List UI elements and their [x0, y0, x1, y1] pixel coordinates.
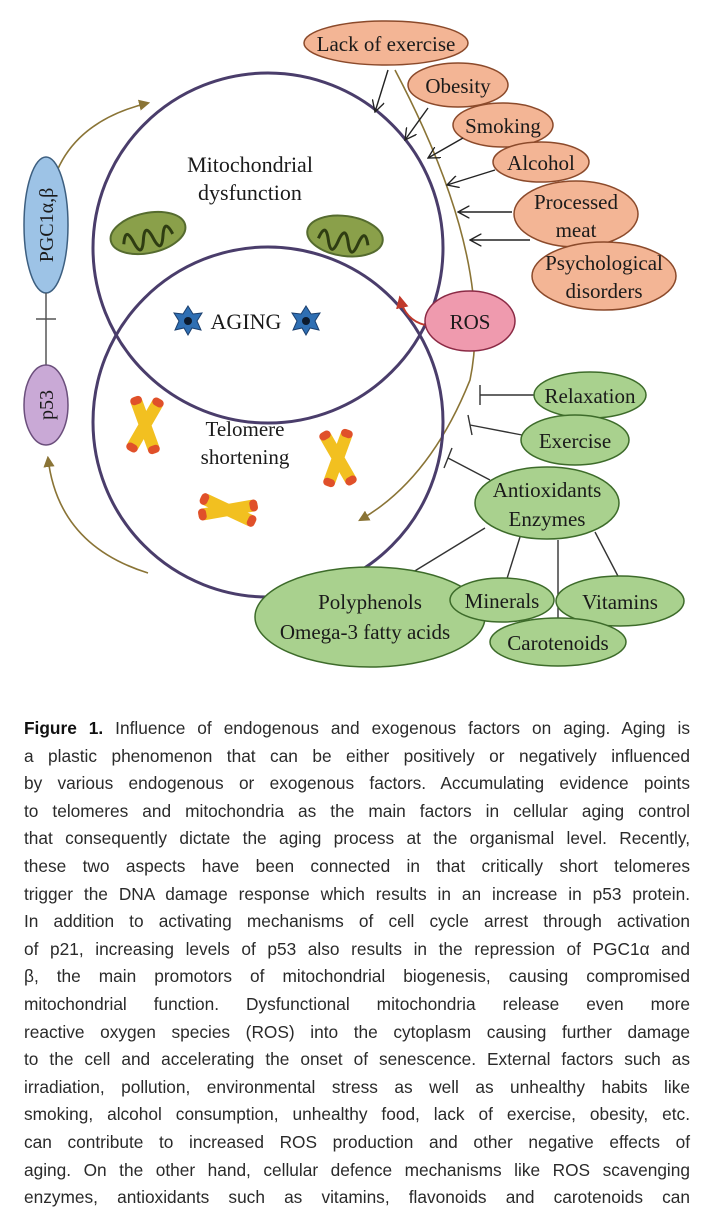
caption-line: these two aspects have been connected in…	[24, 855, 690, 876]
caption-line: to the cell and accelerating the onset o…	[24, 1049, 690, 1070]
risk-psychological-disorders: Psychological disorders	[531, 241, 677, 311]
risk-processed-meat: Processed meat	[513, 180, 639, 248]
protect-minerals: Minerals	[449, 577, 555, 623]
svg-text:Enzymes: Enzymes	[509, 507, 586, 531]
svg-text:disorders: disorders	[566, 279, 643, 303]
mito-title-line1: Mitochondrial	[187, 152, 313, 177]
chromosome-icon	[319, 428, 357, 488]
svg-text:Obesity: Obesity	[425, 74, 491, 98]
caption-line: Figure 1. Influence of endogenous and ex…	[24, 718, 690, 738]
protect-vitamins: Vitamins	[555, 575, 685, 627]
telomere-line2: shortening	[201, 445, 290, 469]
inhibition-p53-pgc	[36, 293, 56, 366]
link-vitamins	[594, 531, 621, 581]
pgc-label: PGC1α,β	[36, 188, 58, 263]
caption-line: smoking, alcohol consumption, unhealthy …	[24, 1104, 690, 1125]
figure-diagram: Mitochondrial dysfunction AGING Telomere…	[23, 20, 685, 668]
ros-label: ROS	[450, 310, 491, 334]
risk-obesity: Obesity	[407, 62, 509, 108]
caption-label: Figure 1.	[24, 718, 104, 738]
protect-polyphenols: Polyphenols Omega-3 fatty acids	[254, 566, 486, 668]
caption-line: enzymes, antioxidants such as vitamins, …	[24, 1187, 690, 1208]
caption-line: reactive oxygen species (ROS) into the c…	[24, 1021, 690, 1042]
arrow-lack-of-exercise	[375, 69, 389, 112]
inhibition-antioxidants	[443, 447, 491, 481]
cell-star-icon	[291, 305, 321, 337]
arrow-obesity	[405, 107, 429, 140]
chromosome-icon	[126, 395, 164, 455]
inhibition-relaxation	[479, 385, 538, 405]
mitochondria-circle	[91, 71, 445, 425]
caption-line: can contribute to increased ROS producti…	[24, 1131, 690, 1152]
svg-text:Smoking: Smoking	[465, 114, 541, 138]
risk-alcohol: Alcohol	[492, 141, 590, 183]
p53-node: p53	[23, 364, 69, 446]
link-minerals	[504, 536, 521, 586]
svg-text:Lack of exercise: Lack of exercise	[317, 32, 456, 56]
chromosome-icon	[198, 493, 258, 527]
svg-text:Vitamins: Vitamins	[582, 590, 658, 614]
protect-exercise: Exercise	[520, 414, 630, 466]
svg-text:Antioxidants: Antioxidants	[493, 478, 602, 502]
protect-relaxation: Relaxation	[533, 371, 647, 419]
svg-text:Alcohol: Alcohol	[507, 151, 575, 175]
caption-line: of p21, increasing levels of p53 also re…	[24, 938, 690, 959]
arrow-alcohol	[447, 169, 496, 185]
caption-line: that consequently dictate the aging proc…	[24, 828, 690, 849]
telomere-line1: Telomere	[206, 417, 285, 441]
svg-text:Omega-3 fatty acids: Omega-3 fatty acids	[280, 620, 450, 644]
mito-title-line2: dysfunction	[198, 180, 302, 205]
svg-text:meat: meat	[556, 218, 597, 242]
mitochondrion-icon	[109, 210, 187, 256]
protect-antioxidants: Antioxidants Enzymes	[474, 466, 620, 540]
caption-line: aging. On the other hand, cellular defen…	[24, 1159, 690, 1180]
caption-line: In addition to activating mechanisms of …	[24, 911, 690, 932]
cell-star-icon	[173, 305, 203, 337]
svg-text:Relaxation: Relaxation	[545, 384, 636, 408]
caption-line: mitochondrial function. Dysfunctional mi…	[24, 993, 690, 1014]
aging-label: AGING	[211, 309, 282, 334]
risk-lack-of-exercise: Lack of exercise	[303, 20, 469, 66]
caption-line: irradiation, pollution, environmental st…	[24, 1076, 690, 1097]
svg-text:Exercise: Exercise	[539, 429, 611, 453]
svg-text:Carotenoids: Carotenoids	[507, 631, 608, 655]
svg-text:Polyphenols: Polyphenols	[318, 590, 422, 614]
caption-line: β, the main promotors of mitochondrial b…	[24, 966, 690, 987]
figure-caption: Figure 1. Influence of endogenous and ex…	[24, 715, 690, 1212]
svg-text:Minerals: Minerals	[465, 589, 540, 613]
inhibition-exercise	[467, 414, 523, 436]
caption-line: to telomeres and mitochondria as the mai…	[24, 800, 690, 821]
caption-line: trigger the DNA damage response which re…	[24, 883, 690, 904]
mitochondrion-icon	[306, 214, 384, 258]
ros-node: ROS	[424, 290, 516, 352]
risk-smoking: Smoking	[452, 102, 554, 148]
arrow-risk-to-telomere	[358, 69, 476, 522]
protect-carotenoids: Carotenoids	[489, 617, 627, 667]
p53-label: p53	[36, 390, 58, 420]
arrow-ros-to-aging	[396, 295, 426, 326]
caption-line: a plastic phenomenon that can be either …	[24, 745, 690, 766]
svg-text:Processed: Processed	[534, 190, 618, 214]
caption-line: by various endogenous or exogenous facto…	[24, 773, 690, 794]
pgc-node: PGC1α,β	[23, 156, 69, 294]
svg-text:Psychological: Psychological	[545, 251, 663, 275]
arrow-smoking	[428, 137, 464, 158]
arrow-telomere-to-p53	[43, 455, 149, 574]
